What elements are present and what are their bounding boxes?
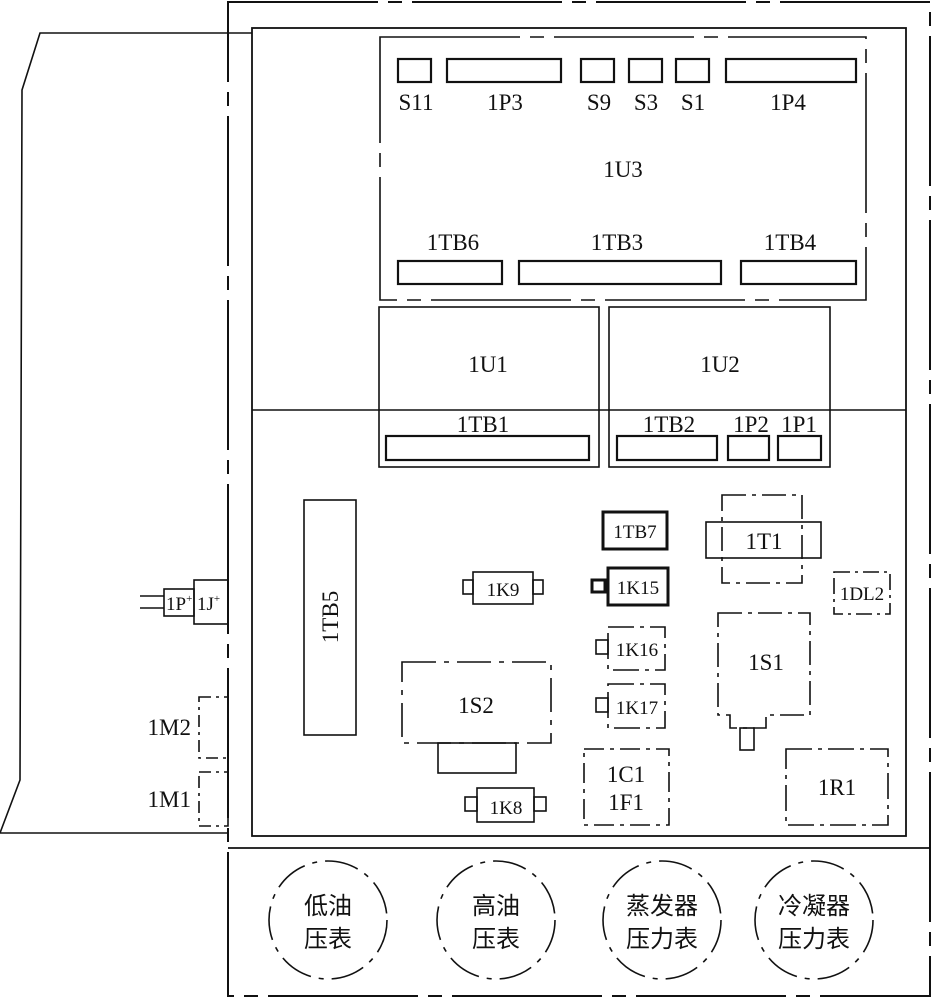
- capacitor-fuse-box: [583, 748, 670, 826]
- gauge-low-oil-line1: 低油: [304, 892, 352, 920]
- relay-1k9-label: 1K9: [487, 580, 520, 601]
- relay-1k8-label: 1K8: [490, 798, 523, 819]
- gauge-condenser-circle: [754, 860, 874, 980]
- switch-1s1-body: [717, 612, 811, 729]
- switch-s1-box: [674, 57, 711, 84]
- plug-1p1-box: [776, 434, 823, 462]
- relay-1k15-body: [606, 566, 670, 607]
- relay-1k17-body: [607, 683, 666, 729]
- relay-1k15-label: 1K15: [617, 578, 659, 599]
- switch-1s1-label: 1S1: [748, 650, 784, 675]
- plug-1p1-label: 1P1: [781, 412, 817, 437]
- gauge-high-oil-circle: [436, 860, 556, 980]
- resistor-1r1-box: [785, 748, 889, 826]
- board-1u1-label: 1U1: [468, 352, 508, 377]
- terminal-1tb1-box: [384, 434, 591, 462]
- gauge-evaporator-circle: [602, 860, 722, 980]
- terminal-1tb4-box: [739, 259, 858, 286]
- plug-1p4-box: [724, 57, 858, 84]
- switch-s9-box: [579, 57, 616, 84]
- terminal-1tb7-label: 1TB7: [613, 522, 656, 543]
- plug-1p2-box: [726, 434, 771, 462]
- resistor-1r1-label: 1R1: [818, 775, 856, 800]
- gauge-evaporator-line1: 蒸发器: [626, 892, 698, 920]
- capacitor-1c1-label: 1C1: [607, 762, 645, 787]
- mounting-plate: [251, 27, 907, 837]
- terminal-1tb3-label: 1TB3: [591, 230, 643, 255]
- relay-1k16-pin: [595, 639, 609, 655]
- motor-1m2-label: 1M2: [148, 715, 191, 740]
- terminal-1tb5-label: 1TB5: [318, 591, 343, 643]
- terminal-1tb4-label: 1TB4: [764, 230, 817, 255]
- plug-1p4-label: 1P4: [770, 90, 806, 115]
- terminal-1tb2-label: 1TB2: [643, 412, 695, 437]
- plug-1p3-label: 1P3: [487, 90, 523, 115]
- transformer-1t1-label: 1T1: [745, 529, 782, 554]
- switch-1s2-base: [437, 742, 517, 774]
- transformer-1t1-core: [721, 494, 803, 584]
- unit-door-outline: [0, 32, 252, 834]
- gauge-condenser-line2: 压力表: [778, 925, 850, 953]
- switch-s3-label: S3: [634, 90, 658, 115]
- module-1u3-label: 1U3: [603, 157, 643, 182]
- relay-1k17-label: 1K17: [616, 698, 658, 719]
- relay-1k15-pin: [590, 578, 607, 594]
- module-1u3: [379, 36, 867, 301]
- terminal-1tb2-box: [615, 434, 719, 462]
- plug-1p2-label: 1P2: [733, 412, 769, 437]
- relay-1k8-pin-right: [533, 796, 547, 812]
- switch-s1-label: S1: [681, 90, 705, 115]
- board-1u1: [378, 306, 600, 468]
- indicator-1dl2-box: [833, 571, 891, 615]
- motor-1m1-box: [198, 771, 229, 827]
- relay-1k17-pin: [595, 697, 609, 713]
- relay-1k16-label: 1K16: [616, 640, 658, 661]
- terminal-1tb1-label: 1TB1: [457, 412, 509, 437]
- relay-1k9-pin-left: [462, 579, 474, 595]
- board-1u2-label: 1U2: [700, 352, 740, 377]
- switch-s11-label: S11: [399, 90, 434, 115]
- transformer-1t1-winding: [705, 521, 822, 559]
- terminal-1tb5-box: [303, 499, 357, 736]
- gauge-high-oil-line2: 压表: [472, 925, 520, 953]
- relay-1k8-pin-left: [464, 796, 478, 812]
- motor-1m1-label: 1M1: [148, 787, 191, 812]
- switch-s3-box: [627, 57, 664, 84]
- switch-s11-box: [396, 57, 433, 84]
- gauge-low-oil-circle: [268, 860, 388, 980]
- plug-1p3-box: [445, 57, 563, 84]
- relay-1k9-pin-right: [532, 579, 544, 595]
- switch-s9-label: S9: [587, 90, 611, 115]
- switch-1s1-shaft: [739, 727, 755, 751]
- gauge-condenser-line1: 冷凝器: [778, 892, 850, 920]
- gauge-low-oil-line2: 压表: [304, 925, 352, 953]
- outer-cabinet: [227, 1, 931, 997]
- terminal-1tb7-box: [601, 510, 669, 551]
- terminal-1tb3-box: [517, 259, 723, 286]
- fuse-1f1-label: 1F1: [608, 790, 644, 815]
- jack-1j-box: [193, 579, 229, 625]
- gauge-high-oil-line1: 高油: [472, 892, 520, 920]
- gauge-evaporator-line2: 压力表: [626, 925, 698, 953]
- relay-1k16-body: [607, 626, 666, 671]
- terminal-1tb6-label: 1TB6: [427, 230, 479, 255]
- plug-1p-label: 1P+: [166, 593, 192, 615]
- terminal-1tb6-box: [396, 259, 504, 286]
- indicator-1dl2-label: 1DL2: [840, 584, 884, 605]
- jack-1j-label: 1J+: [197, 593, 220, 615]
- motor-1m2-box: [198, 696, 229, 759]
- switch-1s2-label: 1S2: [458, 693, 494, 718]
- board-1u2: [608, 306, 831, 468]
